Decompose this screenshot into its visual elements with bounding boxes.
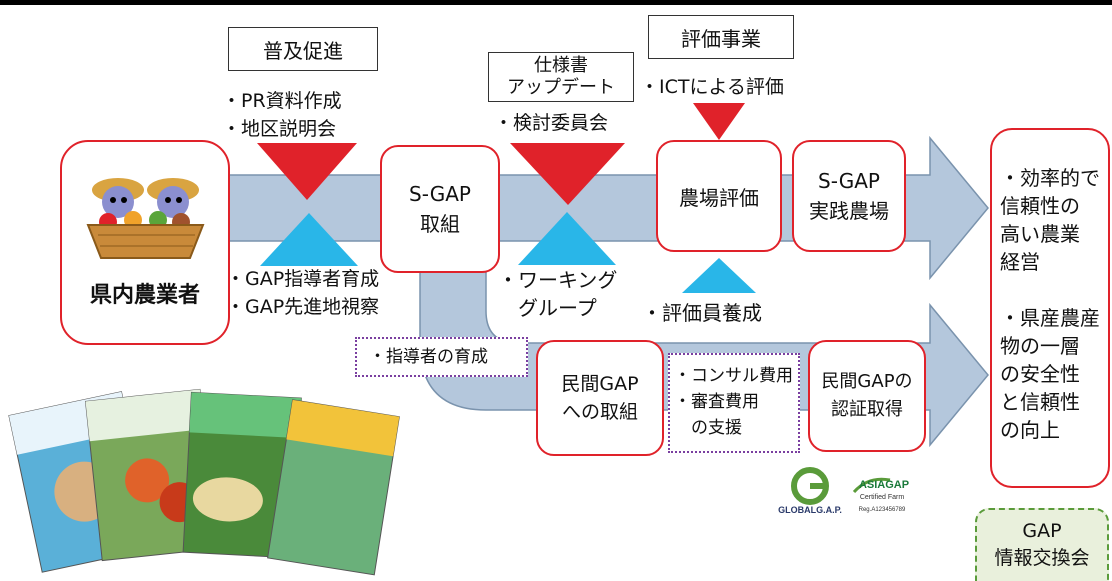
- globalgap-logo-text: GLOBALG.A.P.: [778, 505, 842, 515]
- globalgap-logo: GLOBALG.A.P.: [775, 466, 845, 516]
- outcome-efficient-management: ・効率的で 信頼性の 高い農業 経営: [1000, 166, 1100, 274]
- consulting-support-box: ・コンサル費用 ・審査費用 の支援: [668, 353, 800, 453]
- evaluation-item-ict: ・ICTによる評価: [640, 76, 784, 98]
- spec-update-item-committee: ・検討委員会: [494, 112, 609, 134]
- working-group-label: ・ワーキング グループ: [498, 268, 618, 320]
- sgap-practice-farm-box: S-GAP 実践農場: [792, 140, 906, 252]
- evaluator-training-label: ・評価員養成: [642, 301, 762, 325]
- asiagap-logo-title: ASIAGAP: [859, 479, 909, 491]
- farm-evaluation-box: 農場評価: [656, 140, 782, 252]
- evaluation-red-triangle: [693, 103, 745, 140]
- outcomes-box: ・効率的で 信頼性の 高い農業 経営 ・県産農産 物の一層 の安全性 と信頼性 …: [990, 128, 1110, 488]
- asiagap-logo-reg: Reg.A123456789: [859, 507, 906, 513]
- sgap-initiative-box: S-GAP 取組: [380, 145, 500, 273]
- spec-update-title-box: 仕様書 アップデート: [488, 52, 634, 102]
- private-gap-initiative-box: 民間GAP への取組: [536, 340, 664, 456]
- farmers-box: 県内農業者: [60, 140, 230, 345]
- training-blue-triangle: [260, 213, 358, 266]
- evaluator-blue-triangle: [682, 258, 756, 293]
- outcome-safety-trust: ・県産農産 物の一層 の安全性 と信頼性 の向上: [1000, 306, 1100, 442]
- spec-update-red-triangle: [510, 143, 625, 205]
- instructor-training-box: ・指導者の育成: [355, 337, 528, 377]
- top-border-line: [0, 0, 1112, 5]
- instructor-training-label: ・指導者の育成: [369, 347, 488, 367]
- farmers-label: 県内農業者: [89, 283, 200, 308]
- promotion-item-pr: ・PR資料作成: [222, 90, 342, 112]
- asiagap-logo-sub: Certified Farm: [860, 494, 905, 501]
- training-item-instructors: ・GAP指導者育成: [226, 268, 380, 290]
- training-item-site-visits: ・GAP先進地視察: [226, 296, 380, 318]
- asiagap-logo: ASIAGAP Certified Farm Reg.A123456789: [848, 470, 916, 516]
- gap-exchange-box: GAP 情報交換会: [975, 508, 1109, 581]
- private-certification-box: 民間GAPの 認証取得: [808, 340, 926, 452]
- consulting-support-label: ・コンサル費用 ・審査費用 の支援: [674, 366, 793, 438]
- evaluation-title-box: 評価事業: [648, 15, 794, 59]
- promotion-item-briefing: ・地区説明会: [222, 118, 337, 140]
- promotion-title-box: 普及促進: [228, 27, 378, 71]
- working-group-blue-triangle: [518, 212, 616, 265]
- promotion-red-triangle: [257, 143, 357, 200]
- mascot-illustration: [78, 160, 213, 260]
